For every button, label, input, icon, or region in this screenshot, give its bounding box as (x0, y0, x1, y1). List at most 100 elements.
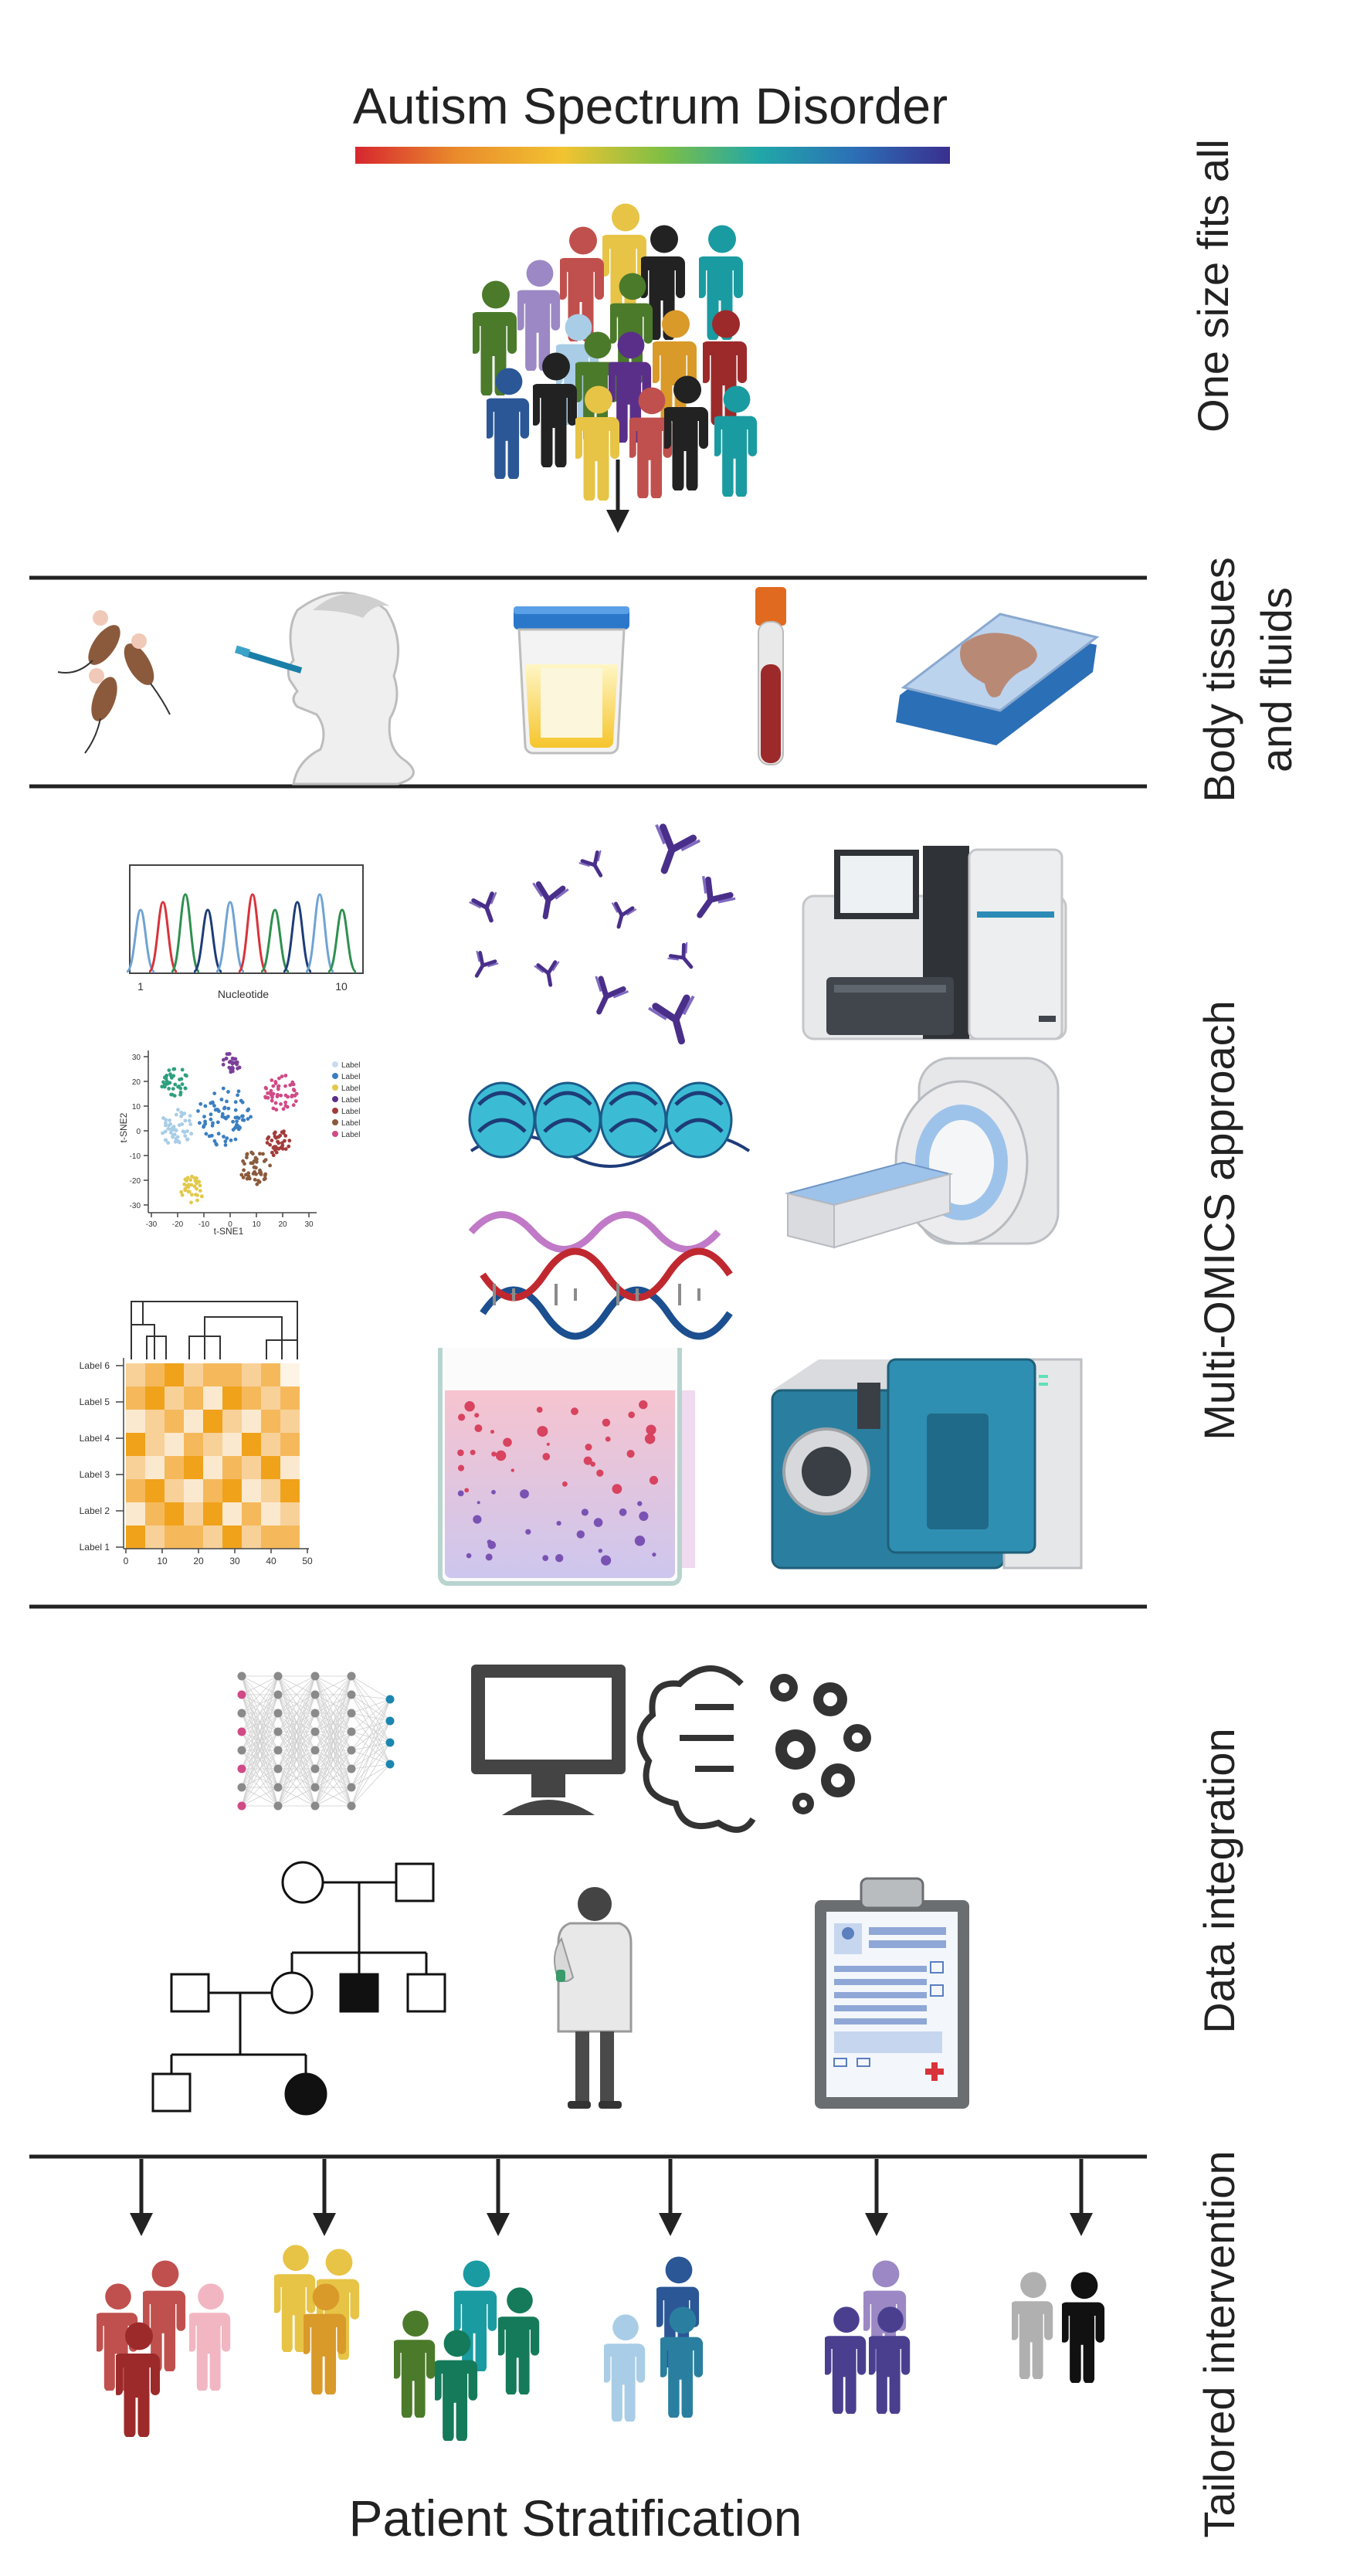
nn-edge (351, 1720, 391, 1770)
chromatogram-peaks (125, 893, 358, 973)
nn-node (273, 1801, 283, 1811)
nn-node (237, 1690, 246, 1699)
nn-edge (277, 1768, 316, 1807)
tsne-point (219, 1098, 224, 1101)
nn-edge (314, 1675, 352, 1788)
heatmap-cell (261, 1386, 280, 1410)
beaker-particle (652, 1553, 656, 1557)
tsne-legend-swatch (332, 1073, 338, 1079)
tsne-point (274, 1150, 279, 1155)
neural-network-icon (237, 1672, 395, 1811)
heatmap-x-tick-label: 40 (266, 1556, 276, 1566)
heatmap-cell (145, 1502, 165, 1526)
tsne-point (163, 1129, 168, 1134)
tsne-point (233, 1115, 238, 1120)
tsne-legend-swatch (332, 1061, 338, 1067)
tsne-point (222, 1057, 226, 1062)
heatmap-x-tick-label: 20 (193, 1556, 204, 1566)
tsne-point (164, 1118, 168, 1122)
nn-node (347, 1727, 356, 1736)
tsne-point (210, 1133, 214, 1138)
tsne-point (263, 1095, 267, 1099)
heatmap-cell (126, 1526, 145, 1549)
beaker-particle (542, 1453, 551, 1461)
beaker-particle (487, 1540, 497, 1549)
tsne-point (252, 1159, 256, 1163)
nn-node (347, 1764, 356, 1773)
spectrum-gradient-bar (355, 147, 950, 164)
pedigree-son (151, 2072, 192, 2113)
heatmap-cell (280, 1433, 300, 1456)
tsne-point (276, 1084, 281, 1088)
tsne-point (186, 1190, 191, 1193)
beaker-particle (537, 1426, 548, 1437)
tsne-point (185, 1137, 189, 1142)
tsne-point (277, 1076, 281, 1081)
beaker-particle (470, 1449, 476, 1455)
heatmap-cell (203, 1363, 222, 1386)
nn-edge (241, 1675, 279, 1788)
heatmap-cell (280, 1502, 300, 1526)
tsne-point (185, 1176, 190, 1180)
tsne-point (212, 1104, 216, 1108)
tsne-point (168, 1122, 173, 1126)
heatmap-cell (145, 1363, 165, 1386)
heatmap-x-tick-label: 0 (124, 1556, 129, 1566)
heatmap-row-label: Label 6 (80, 1360, 110, 1371)
tsne-point (271, 1091, 276, 1096)
sequencer-icon (802, 846, 1067, 1040)
tsne-point (170, 1126, 175, 1130)
tsne-point (236, 1066, 239, 1071)
tsne-point (290, 1093, 294, 1098)
heatmap-cell (165, 1526, 184, 1549)
tsne-point (163, 1123, 168, 1128)
tsne-point (202, 1115, 206, 1118)
tsne-point (188, 1122, 193, 1126)
heatmap-cell (126, 1456, 145, 1479)
beaker-particle (525, 1529, 531, 1535)
rna-dna-icon (468, 1211, 733, 1340)
beaker-icon (438, 1348, 695, 1586)
tsne-point (274, 1108, 279, 1112)
nn-node (273, 1709, 283, 1718)
heatmap-cell (222, 1526, 242, 1549)
tsne-point (263, 1158, 268, 1162)
tsne-point (266, 1091, 270, 1095)
tsne-point (183, 1086, 188, 1091)
nn-edge (241, 1768, 279, 1807)
beaker-particle (637, 1501, 643, 1506)
heatmap-row-label: Label 5 (80, 1397, 110, 1407)
heatmap-cell (203, 1479, 222, 1502)
chromatogram-x-start: 1 (137, 980, 144, 993)
tsne-point (240, 1100, 245, 1105)
nn-edge (277, 1787, 316, 1807)
heatmap-cell (184, 1386, 203, 1410)
heatmap-cell (242, 1433, 261, 1456)
nn-edge (241, 1731, 279, 1807)
tsne-legend-swatch (332, 1096, 338, 1102)
nn-node (237, 1764, 246, 1773)
nn-edge (351, 1742, 391, 1788)
heatmap-cell (126, 1479, 145, 1502)
blood-tube-icon (755, 587, 786, 765)
tsne-legend-label: Label (341, 1131, 360, 1139)
tsne-point (185, 1129, 189, 1133)
heatmap-cell (261, 1479, 280, 1502)
heatmap-cell (165, 1433, 184, 1456)
tsne-point (281, 1131, 286, 1135)
pedigree-uncle (406, 1973, 446, 2013)
tsne-point (172, 1132, 177, 1137)
beaker-particle (491, 1489, 496, 1495)
nn-edge (351, 1720, 391, 1788)
tsne-point (171, 1074, 176, 1078)
tsne-point (188, 1114, 192, 1118)
tsne-point (160, 1084, 165, 1089)
tsne-point (273, 1081, 278, 1085)
tsne-y-tick-label: 20 (132, 1078, 141, 1087)
tsne-point (195, 1198, 199, 1203)
tsne-point (189, 1200, 193, 1205)
nn-node (237, 1801, 246, 1811)
beaker-particle (474, 1424, 483, 1433)
tsne-legend-label: Label (341, 1061, 360, 1070)
